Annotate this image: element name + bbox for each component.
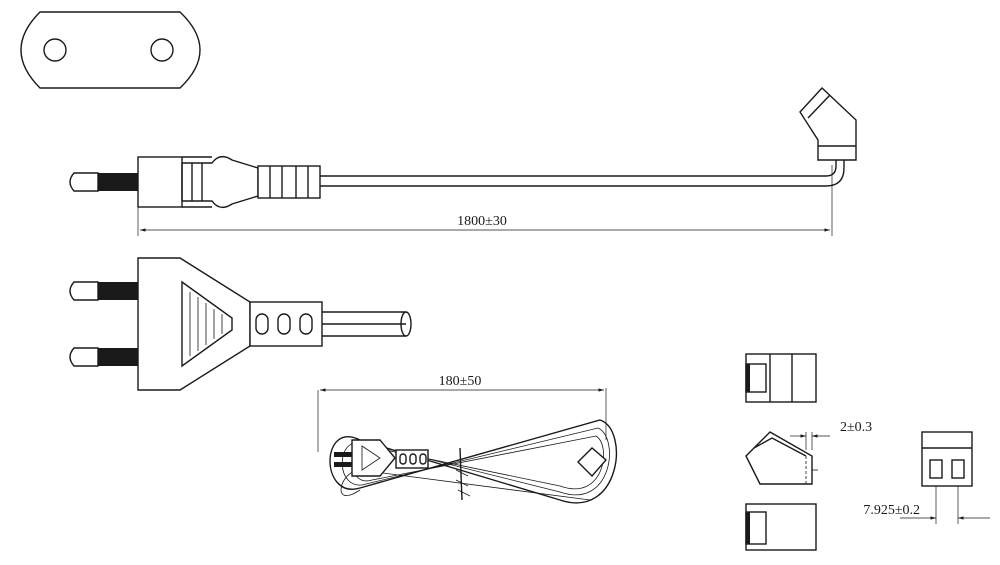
- connector-bottom-view: [745, 503, 817, 551]
- plug-top-view: [69, 257, 412, 391]
- coil-length-label: 180±50: [439, 374, 482, 389]
- cord-length-dimension: 1800±30: [137, 165, 833, 236]
- connector-side-view: 2±0.3: [745, 420, 872, 485]
- cord-length-label: 1800±30: [457, 214, 507, 229]
- pin-spacing-label: 7.925±0.2: [863, 503, 920, 518]
- coiled-cord-view: 180±50: [317, 374, 618, 504]
- connector-front-view: 7.925±0.2: [863, 431, 990, 524]
- plug-face-view: [20, 11, 201, 89]
- cord-side-view: [69, 87, 857, 209]
- connector-offset-label: 2±0.3: [840, 420, 872, 435]
- connector-top-view: [745, 353, 817, 403]
